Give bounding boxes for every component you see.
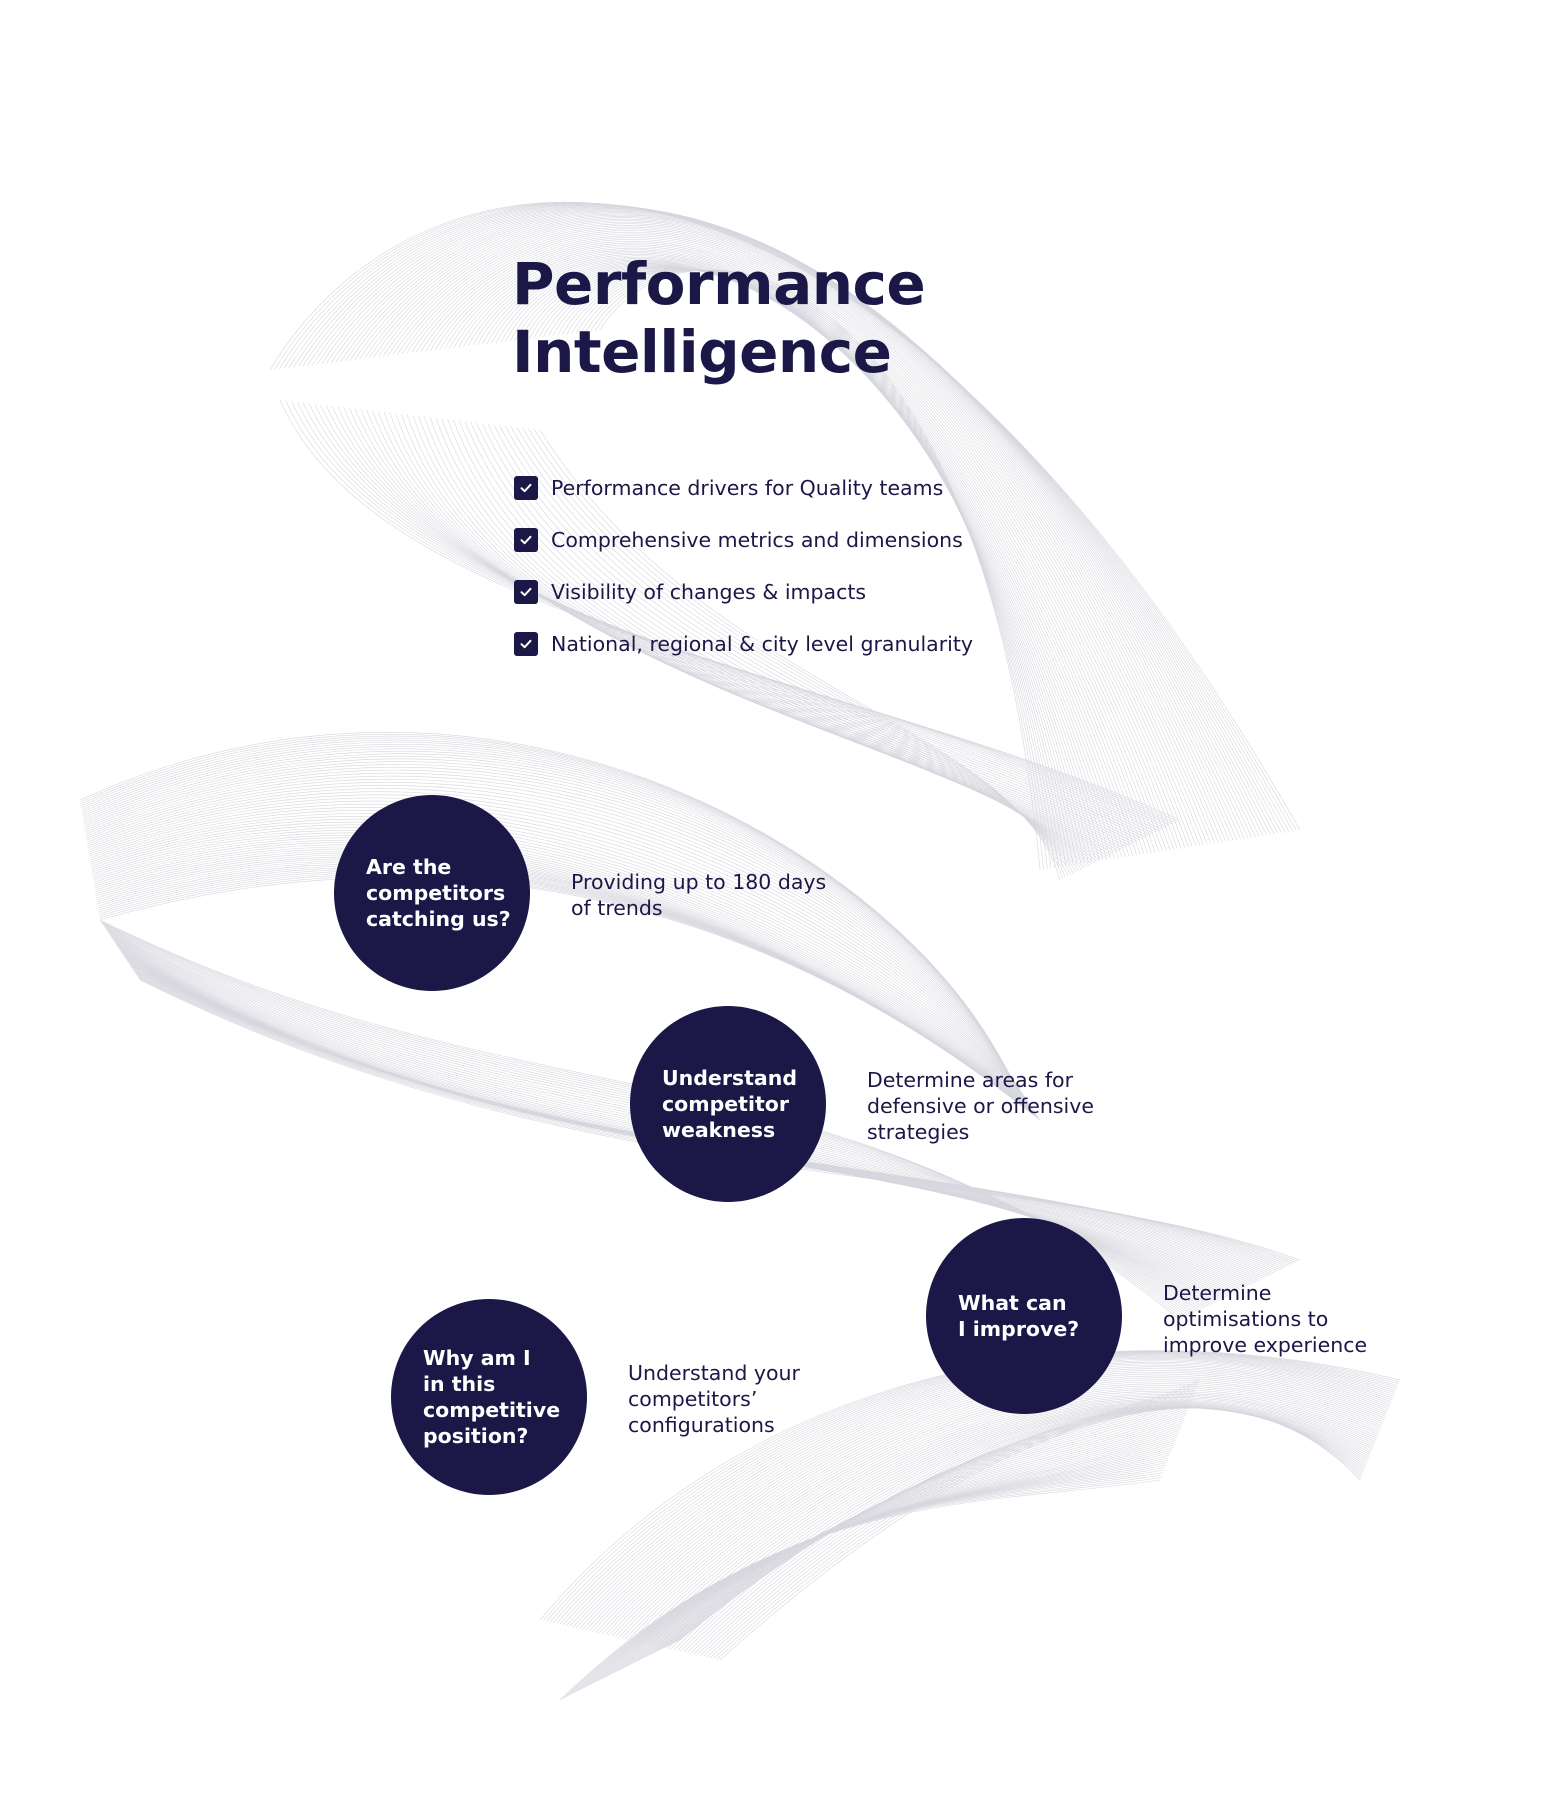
answer-line: improve experience [1163, 1333, 1368, 1357]
answer-line: configurations [628, 1413, 775, 1437]
question-line: Are the [366, 855, 452, 879]
answer-line: Providing up to 180 days [571, 870, 827, 894]
page-title-line-1: Performance [512, 250, 926, 318]
question-line: catching us? [366, 907, 511, 931]
answer-line: Determine [1163, 1281, 1272, 1305]
answer-text-strategies: Determine areas for defensive or offensi… [867, 1067, 1094, 1145]
question-circle-competitor-weakness: Understand competitor weakness [630, 1006, 826, 1202]
answer-text-trends: Providing up to 180 days of trends [571, 869, 826, 921]
question-line: competitors [366, 881, 506, 905]
answer-line: defensive or offensive [867, 1094, 1094, 1118]
question-circle-competitive-position: Why am I in this competitive position? [391, 1299, 587, 1495]
answer-text-optimisations: Determine optimisations to improve exper… [1163, 1280, 1367, 1358]
feature-item: Visibility of changes & impacts [514, 566, 973, 618]
question-circle-what-can-i-improve: What can I improve? [926, 1218, 1122, 1414]
feature-label: Performance drivers for Quality teams [551, 476, 944, 500]
question-line: position? [423, 1424, 529, 1448]
checkbox-checked-icon [514, 580, 538, 604]
checkbox-checked-icon [514, 632, 538, 656]
answer-line: Determine areas for [867, 1068, 1074, 1092]
feature-label: Comprehensive metrics and dimensions [551, 528, 963, 552]
question-line: in this [423, 1372, 496, 1396]
feature-label: Visibility of changes & impacts [551, 580, 867, 604]
question-line: Understand [662, 1066, 798, 1090]
page-title: Performance Intelligence [512, 250, 926, 386]
answer-line: optimisations to [1163, 1307, 1329, 1331]
feature-item: National, regional & city level granular… [514, 618, 973, 670]
checkbox-checked-icon [514, 476, 538, 500]
question-line: weakness [662, 1118, 776, 1142]
question-circle-competitors-catching: Are the competitors catching us? [334, 795, 530, 991]
feature-label: National, regional & city level granular… [551, 632, 974, 656]
feature-item: Performance drivers for Quality teams [514, 462, 973, 514]
question-line: What can [958, 1291, 1067, 1315]
answer-text-configurations: Understand your competitors’ configurati… [628, 1360, 800, 1438]
question-line: competitor [662, 1092, 789, 1116]
question-line: Why am I [423, 1346, 531, 1370]
checkbox-checked-icon [514, 528, 538, 552]
feature-item: Comprehensive metrics and dimensions [514, 514, 973, 566]
answer-line: of trends [571, 896, 663, 920]
question-line: competitive [423, 1398, 561, 1422]
answer-line: competitors’ [628, 1387, 758, 1411]
answer-line: Understand your [628, 1361, 800, 1385]
question-line: I improve? [958, 1317, 1080, 1341]
answer-line: strategies [867, 1120, 970, 1144]
feature-list: Performance drivers for Quality teams Co… [514, 462, 973, 670]
page-title-line-2: Intelligence [512, 318, 892, 386]
